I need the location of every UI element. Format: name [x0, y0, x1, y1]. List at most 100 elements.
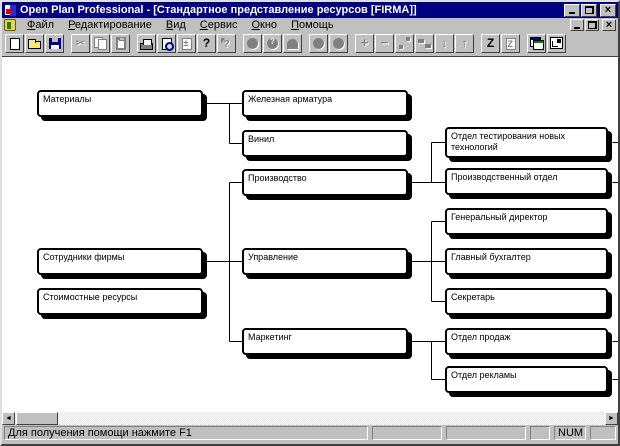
move-down-icon	[438, 36, 452, 50]
menu-view[interactable]: Вид	[165, 19, 186, 31]
child-window-controls: ×	[570, 19, 616, 31]
child-minimize-button[interactable]	[570, 19, 584, 31]
sort-icon	[484, 36, 498, 50]
cut-icon	[74, 36, 88, 50]
shape-circle-button	[243, 33, 262, 53]
preview-button[interactable]	[157, 33, 176, 53]
tile-windows-icon	[529, 36, 544, 50]
menu-bar-items: Файл Редактирование Вид Сервис Окно Помощь	[20, 19, 570, 31]
open-button[interactable]	[25, 33, 44, 53]
node-label: Винил	[248, 134, 275, 144]
title-bar: Open Plan Professional - [Стандартное пр…	[2, 2, 618, 18]
document-icon[interactable]	[4, 19, 16, 31]
shape-circle-3-button	[329, 33, 348, 53]
menu-bar: Файл Редактирование Вид Сервис Окно Помощь ×	[2, 18, 618, 32]
minimize-icon	[573, 21, 581, 29]
remove-icon	[378, 36, 392, 50]
horizontal-scrollbar[interactable]: ◄ ►	[2, 412, 618, 425]
node-production[interactable]: Производство	[242, 169, 408, 196]
node-sales-dept[interactable]: Отдел продаж	[445, 328, 608, 355]
add-button	[355, 33, 374, 53]
shape-circle-2-icon	[313, 38, 324, 49]
shape-circle-icon	[247, 38, 258, 49]
scroll-right-icon[interactable]: ►	[605, 412, 618, 425]
menu-help[interactable]: Помощь	[291, 19, 334, 31]
scrollbar-thumb[interactable]	[16, 412, 58, 425]
copy-button	[91, 33, 110, 53]
node-employees[interactable]: Сотрудники фирмы	[37, 248, 203, 275]
shape-circle-2-button	[309, 33, 328, 53]
scroll-left-icon[interactable]: ◄	[2, 412, 15, 425]
node-marketing[interactable]: Маркетинг	[242, 328, 408, 355]
node-label: Управление	[248, 252, 299, 262]
context-help-button	[217, 33, 236, 53]
minimize-button[interactable]	[564, 3, 580, 17]
paste-icon	[115, 36, 126, 50]
add-icon	[358, 36, 372, 50]
save-button[interactable]	[45, 33, 64, 53]
status-panel-3	[530, 426, 550, 440]
node-secretary[interactable]: Секретарь	[445, 288, 608, 315]
print-icon	[140, 38, 153, 50]
node-materials[interactable]: Материалы	[37, 90, 203, 117]
sort-view-icon	[505, 37, 516, 50]
sort-button[interactable]	[481, 33, 500, 53]
node-chief-accountant[interactable]: Главный бухгалтер	[445, 248, 608, 275]
fit-window-button[interactable]	[547, 33, 566, 53]
menu-tools[interactable]: Сервис	[199, 19, 238, 31]
child-restore-button[interactable]	[585, 19, 599, 31]
node-ceo[interactable]: Генеральный директор	[445, 208, 608, 235]
shape-circle-3-icon	[333, 38, 344, 49]
node-rebar[interactable]: Железная арматура	[242, 90, 408, 117]
node-label: Материалы	[43, 94, 92, 104]
restore-button[interactable]	[581, 3, 597, 17]
child-close-button[interactable]: ×	[602, 19, 616, 31]
node-vinyl[interactable]: Винил	[242, 130, 408, 157]
print-button[interactable]	[137, 33, 156, 53]
node-management[interactable]: Управление	[242, 248, 408, 275]
node-ads-dept[interactable]: Отдел рекламы	[445, 366, 608, 393]
status-bar: Для получения помощи нажмите F1 NUM	[2, 425, 618, 442]
fit-window-icon	[550, 37, 563, 49]
preview-icon	[161, 37, 174, 51]
node-label: Генеральный директор	[451, 212, 548, 222]
open-icon	[28, 39, 41, 49]
close-button[interactable]: ×	[600, 3, 616, 17]
scrollbar-track[interactable]	[58, 412, 605, 425]
move-up-button	[455, 33, 474, 53]
toolbar-separator	[2, 54, 618, 57]
close-icon: ×	[605, 19, 613, 31]
node-testing-dept[interactable]: Отдел тестирования новых технологий	[445, 127, 608, 158]
help-button[interactable]	[197, 33, 216, 53]
shape-circle-question-button	[263, 33, 282, 53]
node-label: Отдел рекламы	[451, 370, 517, 380]
node-label: Производство	[248, 173, 307, 183]
copy-icon	[94, 36, 107, 50]
move-up-icon	[458, 36, 472, 50]
node-label: Отдел продаж	[451, 332, 511, 342]
node-label: Стоимостные ресурсы	[43, 292, 138, 302]
paste-button	[111, 33, 130, 53]
menu-file[interactable]: Файл	[27, 19, 55, 31]
menu-edit[interactable]: Редактирование	[68, 19, 152, 31]
node-label: Сотрудники фирмы	[43, 252, 125, 262]
link-nodes-button	[395, 33, 414, 53]
new-icon	[9, 37, 20, 50]
import-export-icon	[181, 37, 192, 50]
toolbar	[2, 32, 618, 54]
node-cost-resources[interactable]: Стоимостные ресурсы	[37, 288, 203, 315]
diagram-edges	[203, 103, 618, 380]
title-controls: ×	[564, 3, 616, 17]
menu-window[interactable]: Окно	[251, 19, 278, 31]
restore-icon	[587, 21, 597, 29]
remove-button	[375, 33, 394, 53]
link-steps-icon	[417, 36, 432, 50]
node-label: Производственный отдел	[451, 172, 558, 182]
node-production-dept[interactable]: Производственный отдел	[445, 168, 608, 195]
shape-arch-button	[283, 33, 302, 53]
new-button[interactable]	[5, 33, 24, 53]
tile-windows-button[interactable]	[527, 33, 546, 53]
link-nodes-icon	[398, 36, 412, 50]
